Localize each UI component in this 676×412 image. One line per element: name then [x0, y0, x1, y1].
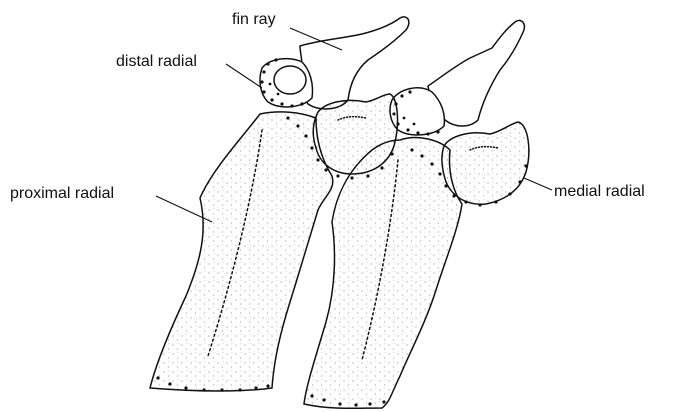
label-fin-ray: fin ray — [232, 11, 276, 28]
label-distal-radial: distal radial — [116, 53, 197, 70]
distal-radial-leader — [226, 64, 262, 88]
distal-radial-core — [274, 66, 306, 94]
medial-radial-front — [313, 94, 397, 174]
proximal-radial — [150, 112, 333, 391]
label-medial-radial: medial radial — [554, 183, 645, 200]
label-proximal-radial: proximal radial — [10, 185, 114, 202]
medial-radial-leader — [524, 178, 552, 190]
